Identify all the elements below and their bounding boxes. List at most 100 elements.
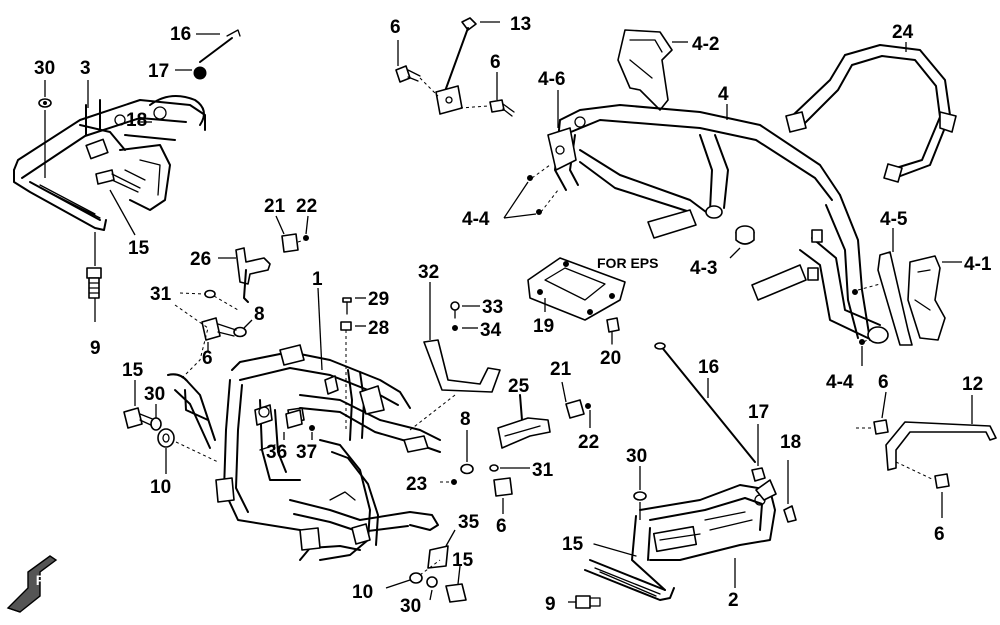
callout-4-2: 4-2 (692, 34, 719, 55)
nut-23 (440, 479, 457, 485)
callout-15-left: 15 (122, 360, 144, 381)
bracket-13 (435, 17, 477, 115)
rod-16-lower (654, 342, 756, 463)
callout-15-lower: 15 (452, 550, 474, 571)
bolt-6-top-left (395, 65, 439, 97)
orientation-mark-label: F (36, 572, 45, 588)
callout-1: 1 (312, 269, 323, 290)
washer-31-lower (489, 464, 530, 472)
washer-30-right (633, 466, 647, 520)
callout-15-top: 15 (128, 238, 150, 259)
washer-10-lower (385, 572, 423, 589)
callout-6-right-bottom: 6 (934, 524, 945, 545)
callout-6-frame: 6 (202, 348, 213, 369)
front-bumper-frame-4 (547, 104, 889, 344)
callout-34: 34 (480, 320, 502, 341)
callout-22-top: 22 (296, 196, 317, 217)
callout-32: 32 (418, 262, 439, 283)
bracket-26 (235, 247, 271, 303)
callout-36: 36 (266, 442, 287, 463)
callout-23: 23 (406, 474, 427, 495)
plate-4-5 (877, 251, 913, 346)
callout-29: 29 (368, 289, 389, 310)
bolt-6-lower-center (493, 477, 513, 514)
bolt-15-upper (95, 169, 141, 193)
bolt-6-upper-frame (201, 317, 237, 341)
spacer-28 (340, 321, 352, 432)
callout-9-lower: 9 (545, 594, 556, 615)
callout-18-top: 18 (126, 110, 147, 131)
callout-20: 20 (600, 348, 621, 369)
callout-33: 33 (482, 297, 503, 318)
callout-6-top-left: 6 (390, 17, 401, 38)
rod-16-upper (199, 29, 241, 63)
washer-31-upper (179, 289, 239, 311)
callout-25: 25 (508, 376, 530, 397)
bolt-15-left (123, 380, 156, 429)
callout-30-left: 30 (144, 384, 165, 405)
clip-36 (285, 409, 303, 429)
callout-4-5: 4-5 (880, 209, 908, 230)
washer-30-upper (38, 98, 52, 108)
bolt-4-4-lower (852, 283, 881, 345)
bracket-25 (497, 394, 551, 449)
nut-17-upper (193, 66, 207, 80)
callout-28: 28 (368, 318, 389, 339)
callout-26: 26 (190, 249, 211, 270)
callout-15-right: 15 (562, 534, 584, 555)
bracket-32 (423, 339, 501, 393)
callout-12: 12 (962, 374, 983, 395)
for-eps-note: FOR EPS (597, 255, 658, 271)
bolt-15-right (593, 543, 637, 557)
nut-17-lower (751, 467, 766, 482)
bolt-9-upper (86, 267, 102, 299)
bolt-15-lower (419, 559, 467, 603)
callout-21-lower: 21 (550, 359, 572, 380)
callout-17-top: 17 (148, 61, 169, 82)
callout-2: 2 (728, 590, 739, 611)
nut-34 (452, 325, 458, 331)
main-frame-1 (167, 344, 441, 561)
bolt-20 (606, 317, 620, 345)
support-frame-2 (584, 479, 777, 601)
screw-22-upper (297, 235, 309, 243)
bolt-29 (342, 297, 352, 315)
callout-8-lower: 8 (460, 409, 471, 430)
front-direction-arrow-icon: F (6, 555, 58, 613)
clip-18-lower (783, 505, 797, 523)
callout-4-1: 4-1 (964, 254, 992, 275)
washer-10-left (157, 428, 219, 474)
callout-8-top: 8 (254, 304, 265, 325)
washer-30-lower (426, 576, 438, 601)
callout-9-top: 9 (90, 338, 101, 359)
cover-4-1 (907, 255, 946, 341)
callout-17-lower: 17 (748, 402, 769, 423)
screw-22-lower (585, 403, 591, 409)
washer-30-left (150, 404, 162, 431)
callout-18-lower: 18 (780, 432, 801, 453)
bolts-4-4-upper (527, 164, 559, 215)
callout-4-4-lower: 4-4 (826, 372, 854, 393)
bracket-12 (885, 421, 997, 471)
cover-4-2 (617, 29, 673, 111)
callout-24: 24 (892, 22, 914, 43)
callout-16-top: 16 (170, 24, 191, 45)
callout-30-top: 30 (34, 58, 55, 79)
callout-31-top: 31 (150, 284, 172, 305)
bolt-6-top-right (459, 99, 515, 117)
callout-4: 4 (718, 84, 729, 105)
bolt-6-right-b (895, 461, 950, 489)
clip-35 (427, 529, 456, 569)
callout-37: 37 (296, 442, 317, 463)
callout-6-top-right: 6 (490, 52, 501, 73)
callout-30-lower: 30 (400, 596, 421, 617)
clip-21-upper (281, 233, 299, 253)
bolt-9-lower (568, 595, 601, 609)
callout-labels: 16 13 6 4-2 24 30 3 17 6 4-6 4 18 4-4 15… (34, 14, 992, 617)
callout-6-lower-center: 6 (496, 516, 507, 537)
guard-bar-24 (785, 44, 957, 183)
eps-bracket-19 (527, 257, 626, 321)
callout-31-lower: 31 (532, 460, 554, 481)
callout-16-lower: 16 (698, 357, 719, 378)
